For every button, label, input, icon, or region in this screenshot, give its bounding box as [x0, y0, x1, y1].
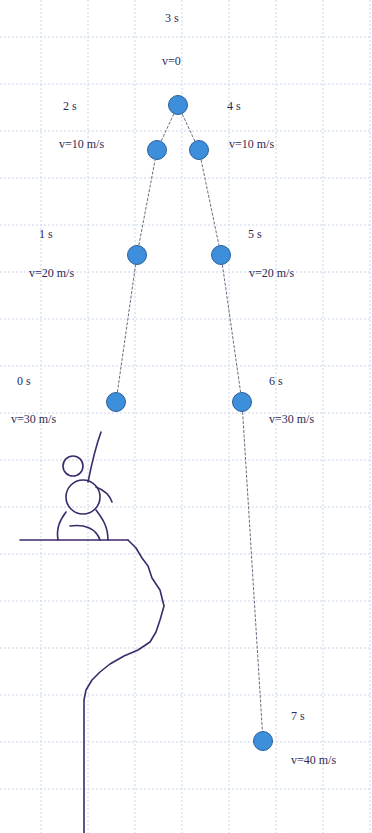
velocity-label: v=20 m/s — [29, 266, 74, 280]
cliff-ledge — [20, 539, 128, 541]
grid-line — [0, 742, 372, 743]
trajectory-line — [201, 160, 219, 245]
velocity-label: v=30 m/s — [11, 412, 56, 426]
velocity-label: v=10 m/s — [59, 137, 104, 151]
ball-position: 4 sv=10 m/s — [189, 140, 209, 160]
grid-line — [0, 601, 372, 602]
grid-line — [0, 648, 372, 649]
grid-line — [0, 319, 372, 320]
trajectory-line — [161, 114, 174, 141]
grid-line — [323, 0, 324, 833]
person-head — [63, 456, 83, 476]
ball-position: 0 sv=30 m/s — [106, 392, 126, 412]
grid-line — [0, 131, 372, 132]
time-label: 7 s — [291, 709, 305, 723]
ball-position: 3 sv=0 — [168, 95, 188, 115]
velocity-label: v=20 m/s — [249, 266, 294, 280]
grid-line — [370, 0, 371, 833]
ball-position: 1 sv=20 m/s — [127, 245, 147, 265]
time-label: 1 s — [39, 227, 53, 241]
ball-position: 2 sv=10 m/s — [147, 140, 167, 160]
trajectory-line — [117, 265, 135, 392]
time-label: 0 s — [17, 374, 31, 388]
velocity-label: v=40 m/s — [291, 753, 336, 767]
grid-line — [0, 695, 372, 696]
ball-position: 5 sv=20 m/s — [211, 245, 231, 265]
grid-line — [0, 84, 372, 85]
grid-line — [0, 554, 372, 555]
time-label: 5 s — [248, 227, 262, 241]
grid-line — [0, 507, 372, 508]
time-label: 3 s — [165, 11, 179, 25]
grid-line — [0, 178, 372, 179]
velocity-label: v=30 m/s — [269, 412, 314, 426]
person-legs — [57, 510, 108, 540]
grid-line — [0, 225, 372, 226]
trajectory-line — [222, 265, 240, 392]
grid-line — [182, 0, 183, 833]
trajectory-line — [182, 114, 195, 141]
grid-line — [135, 0, 136, 833]
grid-line — [0, 460, 372, 461]
cliff-face — [84, 540, 164, 833]
grid-line — [0, 366, 372, 367]
time-label: 4 s — [227, 99, 241, 113]
velocity-label: v=0 — [162, 54, 181, 68]
trajectory-line — [139, 160, 155, 245]
velocity-label: v=10 m/s — [229, 137, 274, 151]
person-arm — [96, 487, 112, 502]
time-label: 6 s — [269, 374, 283, 388]
grid-line — [0, 789, 372, 790]
grid-line — [229, 0, 230, 833]
throwing-arm — [88, 432, 101, 482]
trajectory-line — [243, 412, 263, 731]
ball-position: 6 sv=30 m/s — [232, 392, 252, 412]
ball-position: 7 sv=40 m/s — [253, 731, 273, 751]
grid-line — [88, 0, 89, 833]
time-label: 2 s — [63, 99, 77, 113]
person-body — [66, 480, 100, 514]
grid-line — [0, 37, 372, 38]
